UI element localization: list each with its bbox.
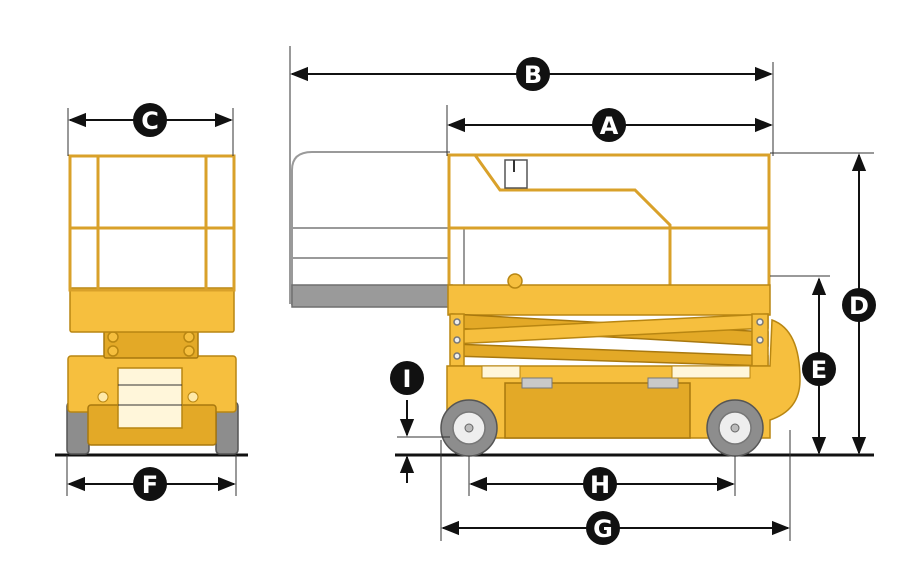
label-badge-b: B [516,57,550,91]
front-light-left [97,391,109,403]
front-view [55,108,248,496]
chassis-step [504,382,691,439]
label-badge-g: G [586,511,620,545]
front-scissor-stack [103,329,199,359]
side-guard-rail [447,153,771,289]
label-badge-d: D [842,288,876,322]
extension-deck [291,284,453,308]
label-e-text: E [811,356,827,384]
deck-beacon [507,273,523,289]
control-box [504,159,528,189]
label-f-text: F [142,471,158,499]
front-guard-rail [68,154,236,292]
label-badge-e: E [802,352,836,386]
label-badge-c: C [133,103,167,137]
rear-wheel [440,399,498,457]
scissor-arms [449,313,769,367]
chassis-pocket-right [647,377,679,389]
front-wheel [706,399,764,457]
label-g-text: G [593,515,613,543]
label-h-text: H [590,471,610,499]
front-light-right [187,391,199,403]
label-badge-f: F [133,467,167,501]
label-c-text: C [141,107,159,135]
side-platform-deck [447,284,771,316]
front-chassis-panel [117,367,183,429]
side-view [289,46,874,541]
label-d-text: D [849,292,869,320]
label-badge-h: H [583,467,617,501]
chassis-pocket-left [521,377,553,389]
label-b-text: B [524,61,542,89]
label-badge-a: A [592,108,626,142]
front-platform-deck [69,287,235,333]
label-badge-i: I [390,361,424,395]
extension-deck-rail [291,151,450,305]
side-rail-brace [473,154,672,287]
label-a-text: A [600,112,619,140]
label-i-text: I [403,365,412,393]
